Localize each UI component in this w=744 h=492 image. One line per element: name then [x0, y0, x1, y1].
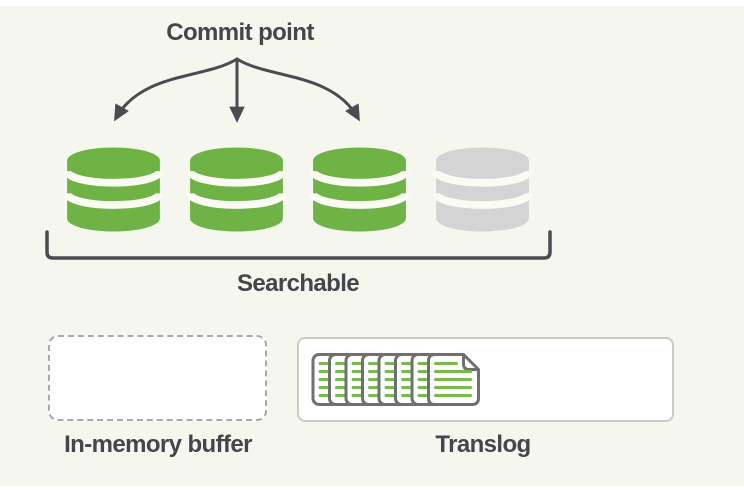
arrow-right: [235, 57, 360, 122]
bottom-edge-strip: [0, 486, 744, 492]
translog-box: [297, 337, 674, 422]
top-edge-strip: [0, 0, 744, 6]
arrow-left: [114, 57, 239, 122]
in-memory-buffer-box: [48, 335, 267, 421]
segments-row: [63, 146, 533, 233]
searchable-segment-cylinder-icon: [309, 147, 410, 232]
unsearchable-segment-cylinder-icon: [432, 147, 533, 232]
searchable-label: Searchable: [236, 270, 360, 297]
searchable-bracket-icon: [45, 230, 552, 260]
searchable-segment-cylinder-icon: [186, 147, 287, 232]
commit-point-arrows-icon: [114, 57, 360, 123]
in-memory-buffer-label: In-memory buffer: [64, 431, 252, 458]
translog-label: Translog: [435, 431, 531, 458]
commit-point-label: Commit point: [166, 19, 314, 46]
translog-documents-icon: [311, 353, 480, 406]
searchable-segment-cylinder-icon: [63, 147, 164, 232]
